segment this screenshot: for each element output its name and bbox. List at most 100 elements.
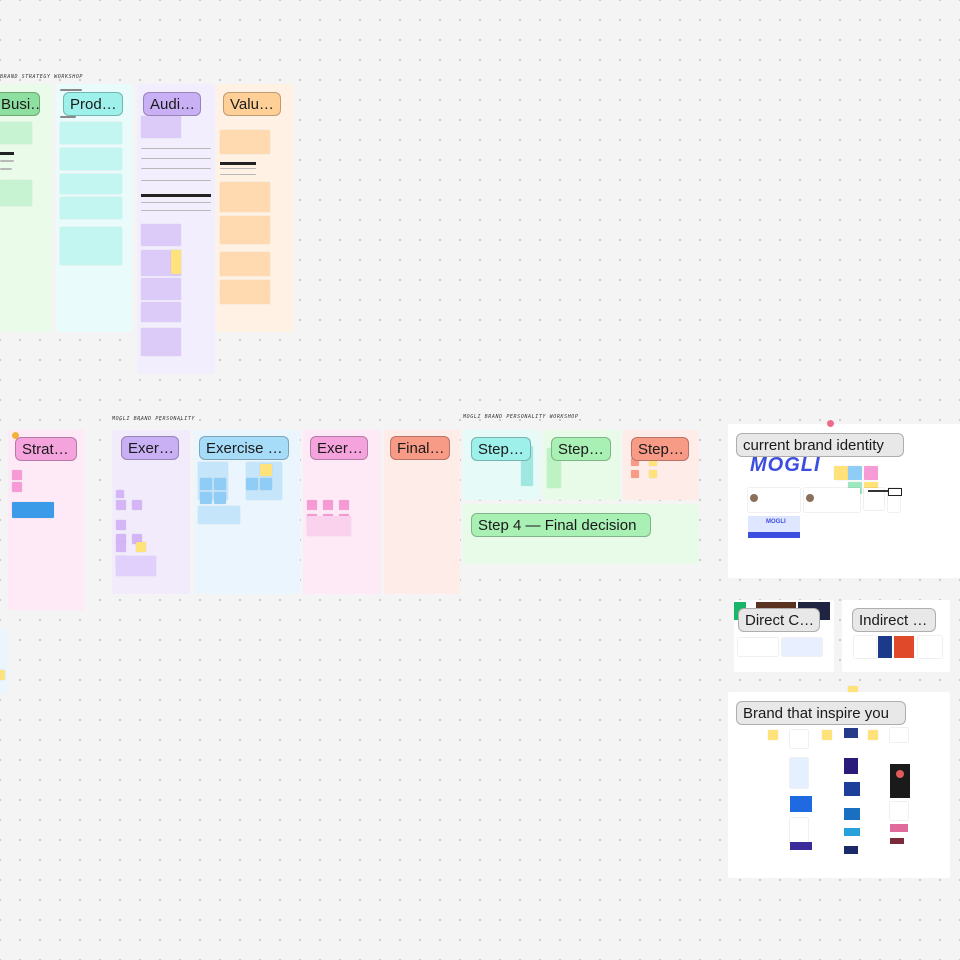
sticky-note-yellow[interactable] (649, 458, 657, 466)
inspiration-thumbnail (844, 782, 860, 796)
frame-label-direct-competitors[interactable]: Direct C… (738, 608, 820, 632)
table-row (141, 148, 211, 149)
sticky-note-purple[interactable] (132, 534, 142, 544)
sticky-note[interactable] (141, 224, 181, 246)
sticky-note[interactable] (141, 278, 181, 300)
sticky-note[interactable] (141, 116, 181, 138)
sticky-note[interactable] (0, 180, 32, 206)
sticky-note-purple[interactable] (116, 542, 126, 552)
sticky-note-pink[interactable] (339, 500, 349, 510)
frame-label-final[interactable]: Final… (390, 436, 450, 460)
frame-partial[interactable] (0, 630, 8, 694)
text-line (868, 490, 898, 492)
sticky-note[interactable] (220, 182, 270, 212)
sticky-note[interactable] (220, 252, 270, 276)
sticky-note[interactable] (60, 227, 122, 265)
screenshot-thumbnail[interactable] (790, 758, 808, 788)
screenshot-thumbnail[interactable] (854, 636, 876, 658)
sticky-note-blue[interactable] (848, 466, 862, 480)
competitor-thumbnail (894, 636, 914, 658)
table-row (141, 202, 211, 203)
inspiration-thumbnail (844, 758, 858, 774)
sticky-note-blue[interactable] (246, 478, 258, 490)
sticky-note-blue[interactable] (214, 478, 226, 490)
frame-label-brands-that-inspire[interactable]: Brand that inspire you (736, 701, 906, 725)
screenshot-thumbnail[interactable] (782, 638, 822, 656)
sticky-note[interactable] (220, 216, 270, 244)
frame-label-exercise-2[interactable]: Exercise … (199, 436, 289, 460)
sticky-note-pink[interactable] (864, 466, 878, 480)
screenshot-thumbnail[interactable] (890, 728, 908, 742)
sticky-note[interactable] (631, 458, 639, 466)
screenshot-thumbnail[interactable] (890, 802, 908, 820)
frame-value[interactable] (216, 84, 294, 332)
sticky-note-yellow[interactable] (649, 470, 657, 478)
frame-label-step-1[interactable]: Step… (471, 437, 531, 461)
frame-label-exercise-1[interactable]: Exer… (121, 436, 179, 460)
sticky-note-blue[interactable] (260, 478, 272, 490)
sticky-note-yellow[interactable] (868, 730, 878, 740)
sticky-note-yellow[interactable] (768, 730, 778, 740)
banner-stripe (748, 532, 800, 538)
sticky-note-pink[interactable] (323, 500, 333, 510)
screenshot-thumbnail[interactable] (864, 488, 884, 510)
sticky-note-blue[interactable] (12, 502, 54, 518)
screenshot-thumbnail[interactable] (738, 638, 778, 656)
brand-logo-small: MOGLI (766, 519, 786, 525)
sticky-note[interactable] (116, 556, 156, 576)
sticky-note-blue[interactable] (200, 492, 212, 504)
frame-label-indirect-competitors[interactable]: Indirect … (852, 608, 936, 632)
sticky-note-pink[interactable] (12, 470, 22, 480)
sticky-note-purple[interactable] (132, 500, 142, 510)
section-title-brand-strategy: Brand Strategy Workshop (0, 74, 84, 80)
frame-label-product[interactable]: Prod… (63, 92, 123, 116)
sticky-note[interactable] (60, 174, 122, 194)
sticky-note-yellow[interactable] (171, 250, 181, 274)
sticky-note-yellow[interactable] (848, 686, 858, 692)
inspiration-thumbnail (790, 842, 812, 850)
sticky-note-yellow[interactable] (834, 466, 848, 480)
frame-label-audience[interactable]: Audi… (143, 92, 201, 116)
sticky-note[interactable] (631, 470, 639, 478)
sticky-note[interactable] (198, 506, 240, 524)
frame-audience[interactable] (137, 84, 215, 374)
sticky-note-purple[interactable] (116, 490, 124, 498)
sticky-note-blue[interactable] (214, 492, 226, 504)
table-row (141, 210, 211, 211)
sticky-note[interactable] (220, 280, 270, 304)
frame-business[interactable] (0, 84, 52, 332)
sticky-note-yellow[interactable] (822, 730, 832, 740)
inspiration-thumbnail (890, 838, 904, 844)
screenshot-thumbnail[interactable] (918, 636, 942, 658)
frame-label-step-4[interactable]: Step 4 — Final decision (471, 513, 651, 537)
screenshot-thumbnail[interactable] (790, 730, 808, 748)
frame-label-step-3[interactable]: Step… (631, 437, 689, 461)
sticky-note-pink[interactable] (307, 500, 317, 510)
sticky-note[interactable] (60, 197, 122, 219)
sticky-note[interactable] (307, 516, 351, 536)
sticky-note-purple[interactable] (116, 534, 126, 544)
sticky-note-purple[interactable] (116, 520, 126, 530)
sticky-note[interactable] (60, 122, 122, 144)
sticky-note[interactable] (0, 122, 32, 144)
sticky-note-yellow[interactable] (260, 464, 272, 476)
sticky-note-yellow[interactable] (136, 542, 146, 552)
screenshot-thumbnail[interactable] (790, 818, 808, 844)
sticky-note-pink[interactable] (12, 482, 22, 492)
frame-product[interactable] (56, 84, 132, 332)
sticky-note[interactable] (141, 328, 181, 356)
sticky-note-yellow[interactable] (0, 670, 5, 680)
sticky-note[interactable] (220, 130, 270, 154)
frame-label-strategy[interactable]: Strat… (15, 437, 77, 461)
comment-pin-icon[interactable] (827, 420, 834, 427)
frame-label-business[interactable]: Busi… (0, 92, 40, 116)
sticky-note[interactable] (60, 148, 122, 170)
sticky-note-purple[interactable] (116, 500, 126, 510)
frame-label-current-brand-identity[interactable]: current brand identity (736, 433, 904, 457)
frame-label-value[interactable]: Valu… (223, 92, 281, 116)
sticky-note-blue[interactable] (200, 478, 212, 490)
frame-label-exercise-3[interactable]: Exer… (310, 436, 368, 460)
sticky-note[interactable] (141, 302, 181, 322)
frame-label-step-2[interactable]: Step… (551, 437, 611, 461)
